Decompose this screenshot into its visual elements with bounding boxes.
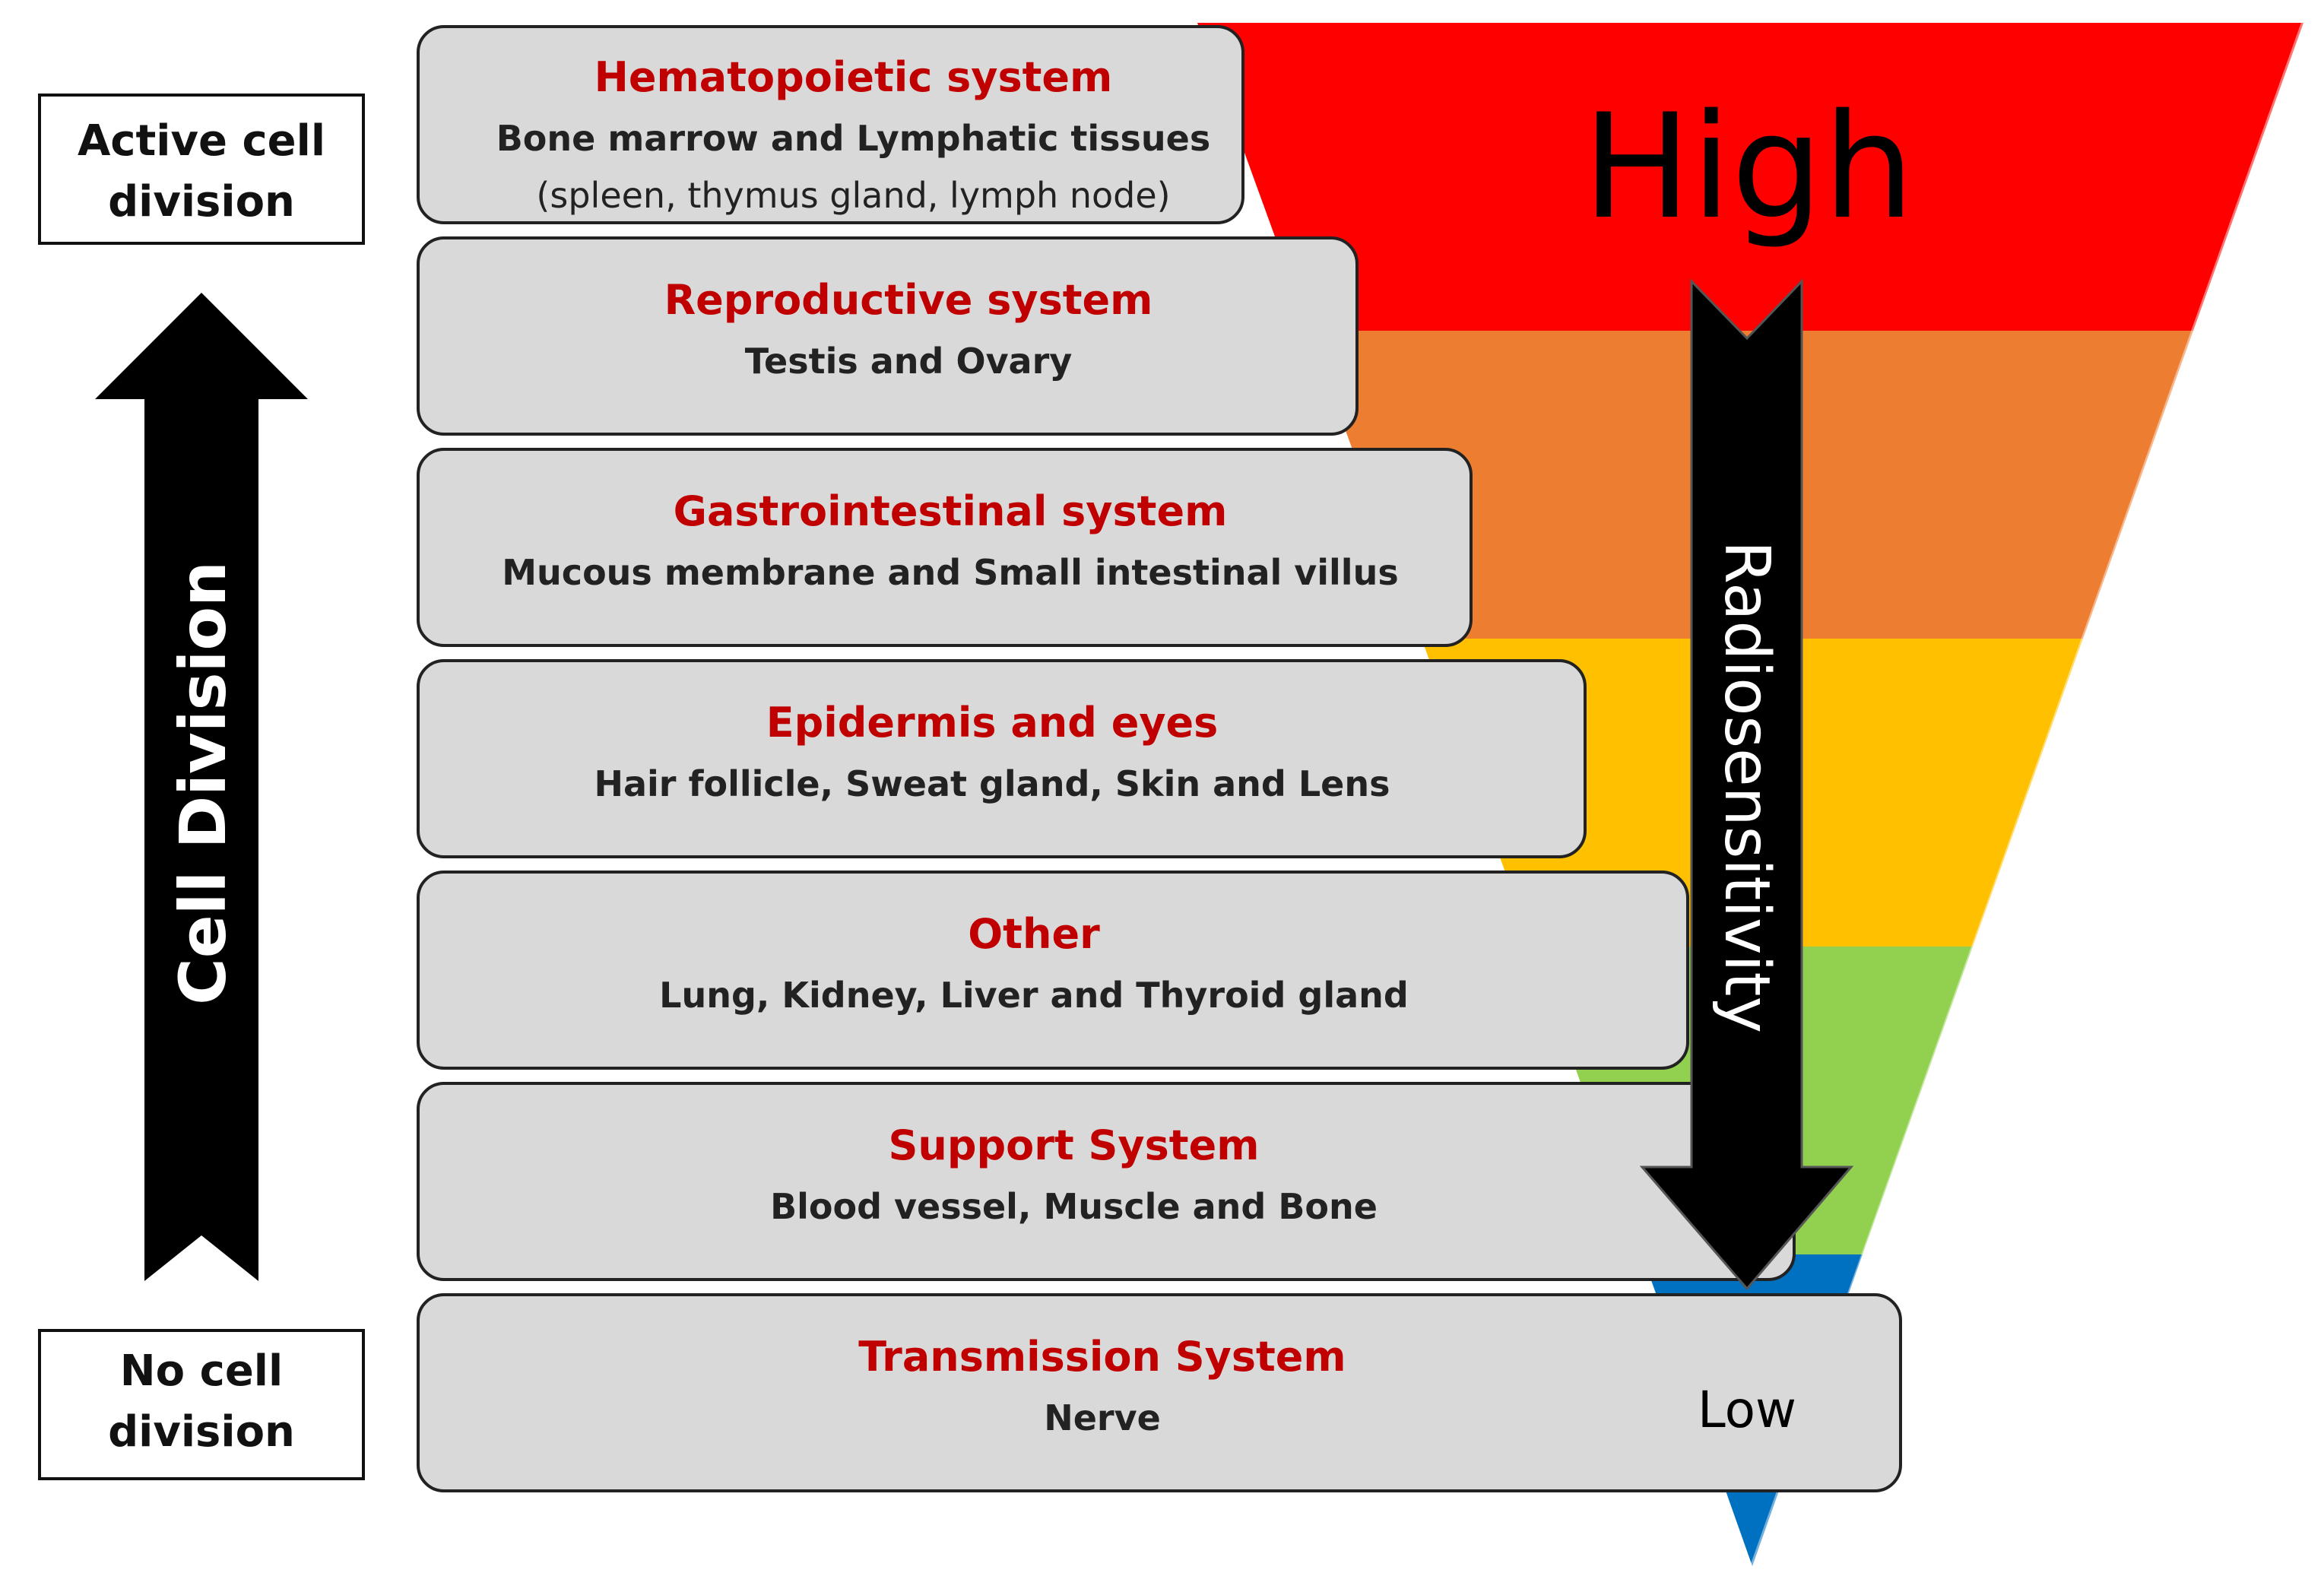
up-arrow-icon (95, 293, 308, 1281)
high-label: High (1583, 83, 1915, 251)
no-cell-division-box: No cell division (38, 1329, 365, 1480)
cell-division-label: Cell Division (166, 561, 240, 1005)
row-box-background (417, 1293, 1902, 1492)
row-title: Support System (889, 1121, 1260, 1169)
active-cell-division-box: Active cell division (38, 94, 365, 245)
down-arrow-icon (1639, 278, 1854, 1291)
no-cell-label-line1: No cell (120, 1346, 283, 1396)
pyramid-band-red (1197, 23, 2303, 331)
radiosensitivity-arrow: Radiosensitivity (1639, 278, 1854, 1291)
row-box-background (417, 871, 1689, 1070)
row-box-background (417, 448, 1473, 647)
radiosensitivity-label: Radiosensitivity (1711, 541, 1783, 1033)
row-title: Transmission System (858, 1333, 1346, 1381)
row-box-background (417, 236, 1359, 436)
row-subtitle: Nerve (1044, 1397, 1161, 1438)
row-title: Hematopoietic system (594, 53, 1113, 101)
row-subtitle: Bone marrow and Lymphatic tissues (496, 118, 1211, 159)
row-box-background (417, 659, 1587, 858)
low-label: Low (1698, 1381, 1796, 1439)
row-subtitle: Blood vessel, Muscle and Bone (770, 1186, 1378, 1227)
row-box-background (417, 1082, 1796, 1281)
row-title: Other (968, 910, 1100, 958)
row-subtitle: Mucous membrane and Small intestinal vil… (502, 552, 1398, 593)
row-subtitle: Hair follicle, Sweat gland, Skin and Len… (594, 763, 1390, 804)
row-title: Gastrointestinal system (674, 487, 1228, 535)
row-box-background (417, 25, 1244, 224)
row-subtitle-line2: (spleen, thymus gland, lymph node) (536, 175, 1170, 216)
row-subtitle: Lung, Kidney, Liver and Thyroid gland (659, 975, 1409, 1016)
row-subtitle: Testis and Ovary (745, 341, 1073, 382)
no-cell-label-line2: division (108, 1407, 295, 1457)
cell-division-arrow: Cell Division (95, 293, 308, 1281)
active-cell-label-line1: Active cell (78, 116, 325, 166)
row-title: Epidermis and eyes (766, 699, 1219, 747)
row-title: Reproductive system (664, 276, 1153, 324)
active-cell-label-line2: division (108, 177, 295, 227)
